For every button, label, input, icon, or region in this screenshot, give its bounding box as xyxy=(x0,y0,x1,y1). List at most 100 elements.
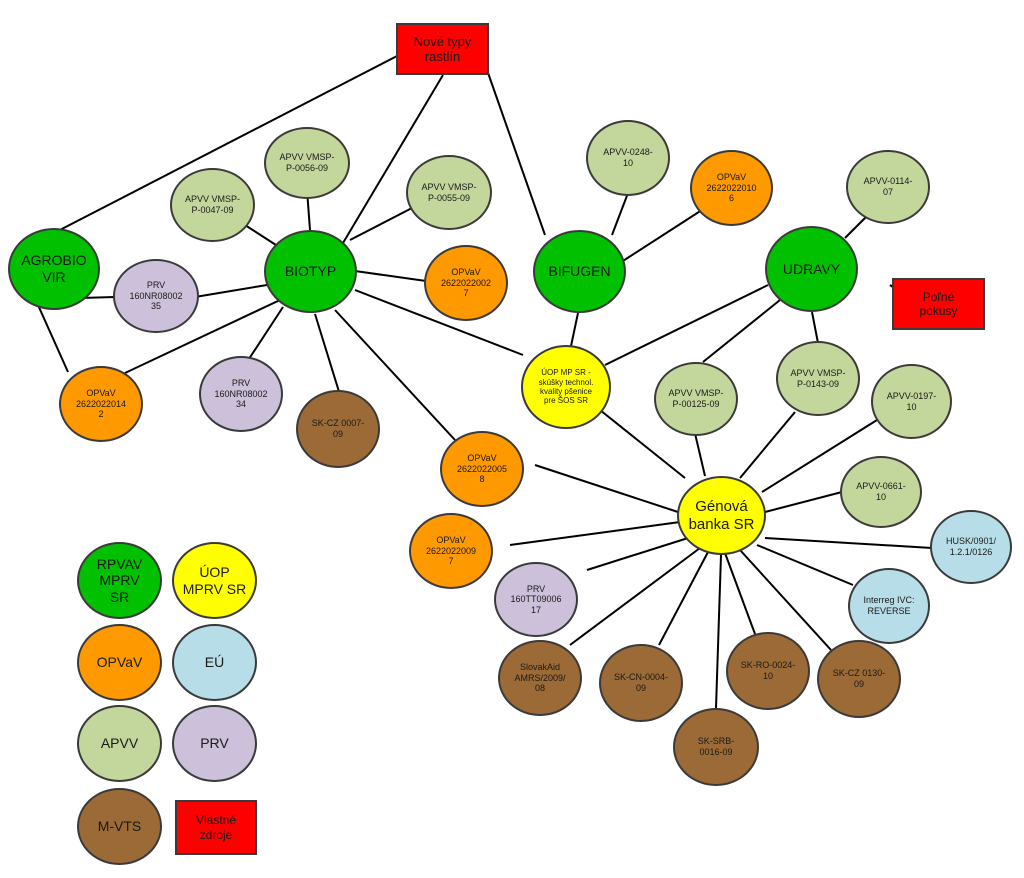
edge xyxy=(354,270,427,282)
edge xyxy=(761,419,878,493)
edge xyxy=(811,311,819,344)
opvav-26220220058-node: OPVaV 2622022005 8 xyxy=(440,431,524,507)
node-label: HUSK/0901/ 1.2.1/0126 xyxy=(945,536,997,557)
edge xyxy=(658,551,709,646)
biotyp-node: BIOTYP xyxy=(264,230,357,313)
node-label: APVV-0114- 07 xyxy=(863,176,913,197)
sk-cn-0004-node: SK-CN-0004- 09 xyxy=(599,644,683,722)
apvv-0661-node: APVV-0661- 10 xyxy=(840,456,922,528)
node-label: APVV VMSP- P-00125-09 xyxy=(668,388,724,409)
legend-label: OPVaV xyxy=(96,654,143,671)
node-label: APVV VMSP- P-0056-09 xyxy=(279,152,335,173)
opvav-26220220097-node: OPVaV 2622022009 7 xyxy=(409,513,493,589)
node-label: PRV 160TT09006 17 xyxy=(510,583,562,615)
opvav-26220220106-node: OPVaV 2622022010 6 xyxy=(690,150,773,226)
edge xyxy=(764,537,933,549)
apvv-vmsp-p-0055-node: APVV VMSP- P-0055-09 xyxy=(406,155,492,230)
node-label: APVV VMSP- P-0047-09 xyxy=(184,194,240,215)
edge xyxy=(569,547,701,646)
opvav-26220220027-node: OPVaV 2622022002 7 xyxy=(424,245,508,321)
edge xyxy=(599,409,686,479)
edge xyxy=(244,224,277,246)
prv-34-node: PRV 160NR08002 34 xyxy=(199,356,283,432)
node-label: Interreg IVC: REVERSE xyxy=(863,595,915,616)
node-label: OPVaV 2622022005 8 xyxy=(456,453,508,485)
node-label: BIFUGEN xyxy=(548,263,611,280)
node-label: SlovakAid AMRS/2009/ 08 xyxy=(514,662,566,694)
edge xyxy=(509,521,681,546)
slovakaid-node: SlovakAid AMRS/2009/ 08 xyxy=(498,640,582,716)
sk-srb-0016-node: SK-SRB- 0016-09 xyxy=(673,708,759,786)
legend-uop: ÚOP MPRV SR xyxy=(172,542,257,619)
node-label: SK-CZ 0007- 09 xyxy=(311,418,365,439)
edge xyxy=(764,491,843,513)
prv-35-node: PRV 160NR08002 35 xyxy=(113,259,199,333)
edge xyxy=(702,299,781,363)
agrobio-vir-node: AGROBIO VIR xyxy=(8,228,100,310)
edge xyxy=(349,207,413,241)
edge xyxy=(342,74,444,244)
legend-label: RPVAV MPRV SR xyxy=(96,555,143,605)
opvav-26220220142-node: OPVaV 2622022014 2 xyxy=(59,366,143,442)
node-label: SK-RO-0024- 10 xyxy=(740,660,796,681)
node-label: AGROBIO VIR xyxy=(21,252,87,285)
node-label: Génová banka SR xyxy=(688,497,755,533)
node-label: ÚOP MP SR - skúšky technol. kvality pšen… xyxy=(538,368,594,406)
udravy-node: UDRAVY xyxy=(765,226,858,312)
edge xyxy=(756,544,854,586)
node-label: APVV-0248- 10 xyxy=(603,147,653,168)
node-label: SK-CZ 0130- 09 xyxy=(832,668,886,689)
legend-opvav: OPVaV xyxy=(77,624,162,701)
node-label: APVV VMSP- P-0055-09 xyxy=(421,181,477,203)
edge xyxy=(486,69,546,236)
node-label: APVV-0661- 10 xyxy=(856,481,906,502)
legend-apvv: APVV xyxy=(77,705,162,782)
apvv-vmsp-p-00125-node: APVV VMSP- P-00125-09 xyxy=(654,362,738,436)
node-label: BIOTYP xyxy=(284,263,337,280)
edge xyxy=(37,304,69,373)
legend-label: APVV xyxy=(100,735,139,752)
apvv-0114-node: APVV-0114- 07 xyxy=(846,150,930,224)
legend-prv: PRV xyxy=(172,705,257,782)
edge xyxy=(194,284,268,298)
sk-cz-0007-node: SK-CZ 0007- 09 xyxy=(296,390,380,468)
apvv-0197-node: APVV-0197- 10 xyxy=(871,364,952,439)
edge xyxy=(586,537,689,571)
node-label: PRV 160NR08002 35 xyxy=(129,280,183,312)
node-label: SK-SRB- 0016-09 xyxy=(697,736,735,757)
legend-own-resources: Vlastné zdroje xyxy=(175,800,257,855)
edge xyxy=(244,306,284,366)
apvv-vmsp-p-0143-node: APVV VMSP- P-0143-09 xyxy=(776,341,860,416)
edge xyxy=(724,552,756,635)
legend-rpvav: RPVAV MPRV SR xyxy=(77,542,162,619)
edge xyxy=(534,464,679,513)
edge xyxy=(611,192,629,236)
uop-node: ÚOP MP SR - skúšky technol. kvality pšen… xyxy=(521,345,611,429)
polne-pokusy-node: Poľné pokusy xyxy=(892,278,985,330)
edge xyxy=(570,312,579,347)
legend-label: EÚ xyxy=(204,654,225,671)
edge xyxy=(604,284,769,366)
interreg-ivc-node: Interreg IVC: REVERSE xyxy=(848,568,930,644)
node-label: OPVaV 2622022002 7 xyxy=(440,267,492,299)
node-label: Nové typy rastlín xyxy=(413,33,472,64)
edge xyxy=(124,299,281,374)
legend-label: Vlastné zdroje xyxy=(195,813,237,842)
edge xyxy=(354,289,524,356)
edge xyxy=(739,411,796,479)
apvv-vmsp-p-0047-node: APVV VMSP- P-0047-09 xyxy=(170,168,255,242)
legend-label: ÚOP MPRV SR xyxy=(182,563,247,597)
legend-mvts: M-VTS xyxy=(77,788,162,865)
node-label: UDRAVY xyxy=(782,260,841,277)
node-label: APVV VMSP- P-0143-09 xyxy=(790,367,846,389)
apvv-0248-node: APVV-0248- 10 xyxy=(586,120,670,196)
apvv-vmsp-p-0056-node: APVV VMSP- P-0056-09 xyxy=(264,127,350,199)
edge xyxy=(739,549,832,651)
node-label: APVV-0197- 10 xyxy=(886,390,937,412)
legend-eu: EÚ xyxy=(172,624,257,701)
husk-node: HUSK/0901/ 1.2.1/0126 xyxy=(930,510,1012,584)
node-label: OPVaV 2622022009 7 xyxy=(425,535,477,567)
edge xyxy=(611,207,706,269)
